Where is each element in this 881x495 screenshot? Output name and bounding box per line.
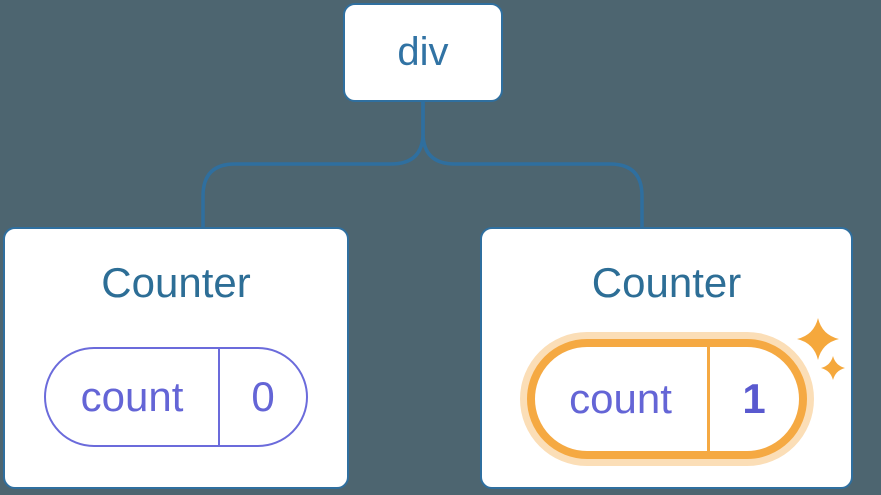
state-pill: count 0 xyxy=(44,347,308,447)
counter-card-right: Counter count 1 xyxy=(480,227,853,489)
counter-card-left: Counter count 0 xyxy=(3,227,349,489)
counter-title: Counter xyxy=(591,259,742,306)
state-name: count xyxy=(46,349,220,445)
sparkle-large xyxy=(797,318,839,360)
sparkles-icon xyxy=(797,318,845,380)
root-node-div: div xyxy=(343,3,503,102)
connector-branch-right xyxy=(421,100,644,228)
counter-title: Counter xyxy=(101,259,251,306)
state-value: 0 xyxy=(251,373,275,420)
connector-branch-left xyxy=(201,100,425,228)
state-value: 1 xyxy=(742,375,766,422)
state-pill-highlighted: count 1 xyxy=(526,339,807,459)
sparkle-small xyxy=(821,356,845,380)
state-name: count xyxy=(535,347,710,451)
root-node-label: div xyxy=(397,30,449,74)
